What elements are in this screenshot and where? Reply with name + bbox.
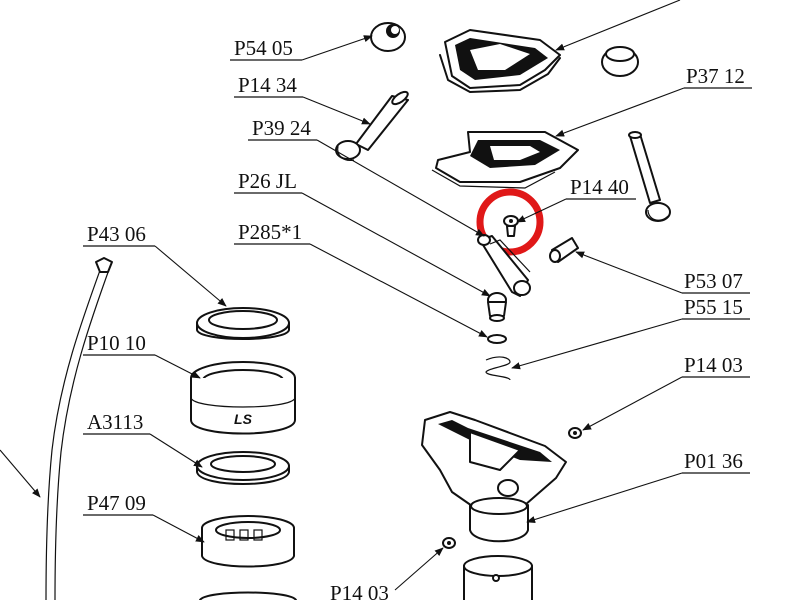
callout-p5515: P55 15: [511, 295, 750, 370]
label-p1403-lower: P14 03: [330, 581, 389, 600]
label-p5307: P53 07: [684, 269, 743, 293]
part-p26jl-plunger: [487, 292, 507, 322]
part-p2851-oring: [487, 334, 507, 344]
callout-p1440: P14 40: [516, 175, 636, 223]
label-p1434: P14 34: [238, 73, 297, 97]
label-p2851: P285*1: [238, 220, 302, 244]
callout-a3113: A3113: [83, 410, 203, 468]
leader-top-right: [555, 0, 681, 51]
callout-p1010: P10 10: [83, 331, 201, 379]
callout-p5405: P54 05: [230, 35, 373, 61]
part-p4306-seal: [196, 307, 290, 340]
callout-p3712: P37 12: [555, 64, 752, 137]
label-p3924: P39 24: [252, 116, 311, 140]
callout-p1403-lower: P14 03: [330, 547, 444, 600]
part-p1434-bolt: [335, 90, 409, 161]
part-p1403-screw-lower: [442, 537, 456, 549]
callout-p5307: P53 07: [575, 251, 750, 294]
part-p4709-bearing: [201, 515, 295, 568]
part-p1010-bearing-cover: LS: [190, 361, 296, 435]
part-top-clamp: [439, 29, 561, 93]
part-p5307-pin: [549, 237, 579, 263]
label-p5405: P54 05: [234, 36, 293, 60]
callout-p4709: P47 09: [83, 491, 205, 543]
label-p0136: P01 36: [684, 449, 743, 473]
label-p1010: P10 10: [87, 331, 146, 355]
part-bottom-tube: [463, 555, 533, 600]
label-a3113: A3113: [87, 410, 143, 434]
callout-p1403-right: P14 03: [582, 353, 750, 431]
label-p1403-right: P14 03: [684, 353, 743, 377]
highlight-ring: [476, 188, 544, 256]
callout-p2851: P285*1: [234, 220, 488, 338]
part-long-bolt-right: [628, 131, 671, 222]
part-p3924-lever: [477, 234, 531, 297]
part-bottom-ring: [199, 591, 297, 600]
part-p1440-screw: [503, 215, 519, 237]
label-p4709: P47 09: [87, 491, 146, 515]
label-p5515: P55 15: [684, 295, 743, 319]
label-p3712: P37 12: [686, 64, 745, 88]
cable-housing-part: [0, 257, 113, 600]
part-p1403-screw-right: [568, 427, 582, 439]
callout-p0136: P01 36: [526, 449, 750, 523]
callout-p1434: P14 34: [234, 73, 371, 125]
label-p26jl: P26 JL: [238, 169, 297, 193]
label-p4306: P43 06: [87, 222, 146, 246]
label-p1440: P14 40: [570, 175, 629, 199]
part-a3113-bearing: [196, 451, 290, 485]
part-p5405-cap: [370, 22, 406, 52]
part-dome-nut: [601, 46, 639, 77]
part-p5515-spring: [485, 356, 511, 381]
bearing-cover-marking: LS: [234, 411, 253, 427]
callout-p4306: P43 06: [83, 222, 227, 307]
part-p3712-plate: [431, 131, 579, 189]
callout-p3924: P39 24: [248, 116, 485, 237]
callout-p26jl: P26 JL: [234, 169, 491, 297]
part-p0136-stem: [421, 411, 567, 543]
